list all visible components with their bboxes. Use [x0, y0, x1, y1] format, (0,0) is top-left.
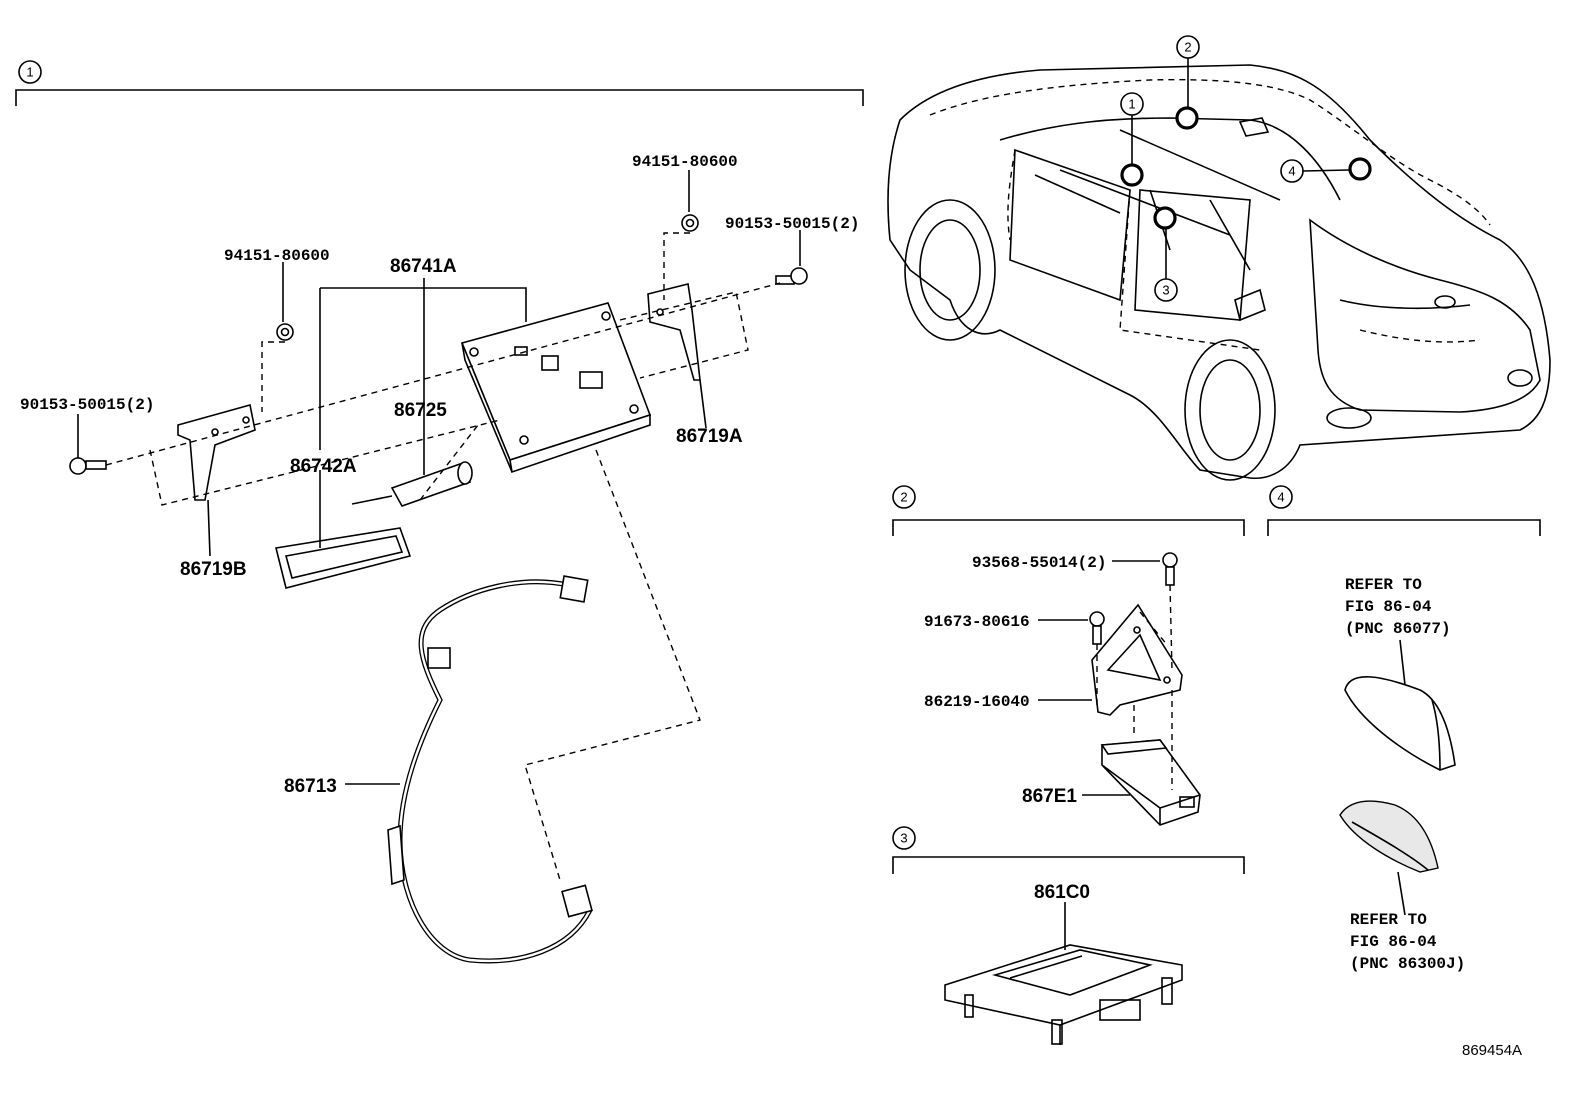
section-3-header: 3 [892, 826, 1245, 874]
label-86742a: 86742A [290, 456, 357, 477]
holder-86742a [275, 527, 412, 589]
label-86719a: 86719A [676, 426, 743, 447]
refer-bottom-line3: (PNC 86300J) [1350, 955, 1465, 973]
vehicle-markers: 1 2 3 4 [1120, 35, 1372, 302]
label-86725: 86725 [394, 400, 447, 421]
refer-top-line1: REFER TO [1345, 576, 1422, 594]
vehicle-illustration [887, 64, 1551, 481]
label-861c0: 861C0 [1034, 882, 1090, 903]
nut-right [681, 214, 699, 232]
leader-lines-1 [77, 170, 801, 785]
label-867e1: 867E1 [1022, 786, 1077, 807]
bracket-86719a [647, 283, 701, 381]
section-3-marker: 3 [900, 831, 907, 846]
label-86219: 86219-16040 [924, 693, 1030, 711]
car-marker-4: 4 [1288, 164, 1295, 179]
assembly-dash-lines-1 [105, 232, 781, 881]
bolt-left [69, 457, 107, 475]
bolt-right [775, 267, 808, 285]
refer-note-bottom: REFER TO FIG 86-04 (PNC 86300J) [1350, 911, 1465, 973]
label-93568: 93568-55014(2) [972, 554, 1106, 572]
labels-section-2: 93568-55014(2) 91673-80616 86219-16040 8… [924, 554, 1106, 807]
section-1-marker: 1 [26, 65, 33, 80]
refer-top-line2: FIG 86-04 [1345, 598, 1432, 616]
label-86741a: 86741A [390, 256, 457, 277]
refer-top-line3: (PNC 86077) [1345, 620, 1451, 638]
bracket-86719b [177, 403, 256, 501]
wire-harness-86713 [387, 575, 593, 964]
label-86719b: 86719B [180, 559, 247, 580]
figure-id: 869454A [1462, 1042, 1522, 1059]
antenna-top [1344, 639, 1456, 771]
label-86713: 86713 [284, 776, 337, 797]
car-marker-2: 2 [1184, 40, 1191, 55]
label-94151-right: 94151-80600 [632, 153, 738, 171]
refer-note-top: REFER TO FIG 86-04 (PNC 86077) [1345, 576, 1451, 638]
car-marker-1: 1 [1128, 97, 1135, 112]
label-90153-right: 90153-50015(2) [725, 215, 859, 233]
section-2-marker: 2 [900, 490, 907, 505]
section-2-header: 2 [892, 485, 1245, 536]
car-marker-3: 3 [1162, 283, 1169, 298]
refer-bottom-line1: REFER TO [1350, 911, 1427, 929]
section-4-marker: 4 [1277, 490, 1284, 505]
label-94151-left: 94151-80600 [224, 247, 330, 265]
label-90153-left: 90153-50015(2) [20, 396, 154, 414]
nut-left [276, 323, 294, 341]
antenna-bottom [1339, 800, 1439, 916]
section-1-header: 1 [15, 60, 864, 106]
labels-section-1: 94151-80600 94151-80600 90153-50015(2) 9… [20, 153, 859, 797]
battery-86725 [351, 461, 473, 507]
unit-861c0 [944, 902, 1183, 1045]
module-86741a [460, 302, 652, 474]
section-4-header: 4 [1267, 485, 1541, 536]
label-91673: 91673-80616 [924, 613, 1030, 631]
refer-bottom-line2: FIG 86-04 [1350, 933, 1437, 951]
section-2-parts [1038, 552, 1201, 826]
